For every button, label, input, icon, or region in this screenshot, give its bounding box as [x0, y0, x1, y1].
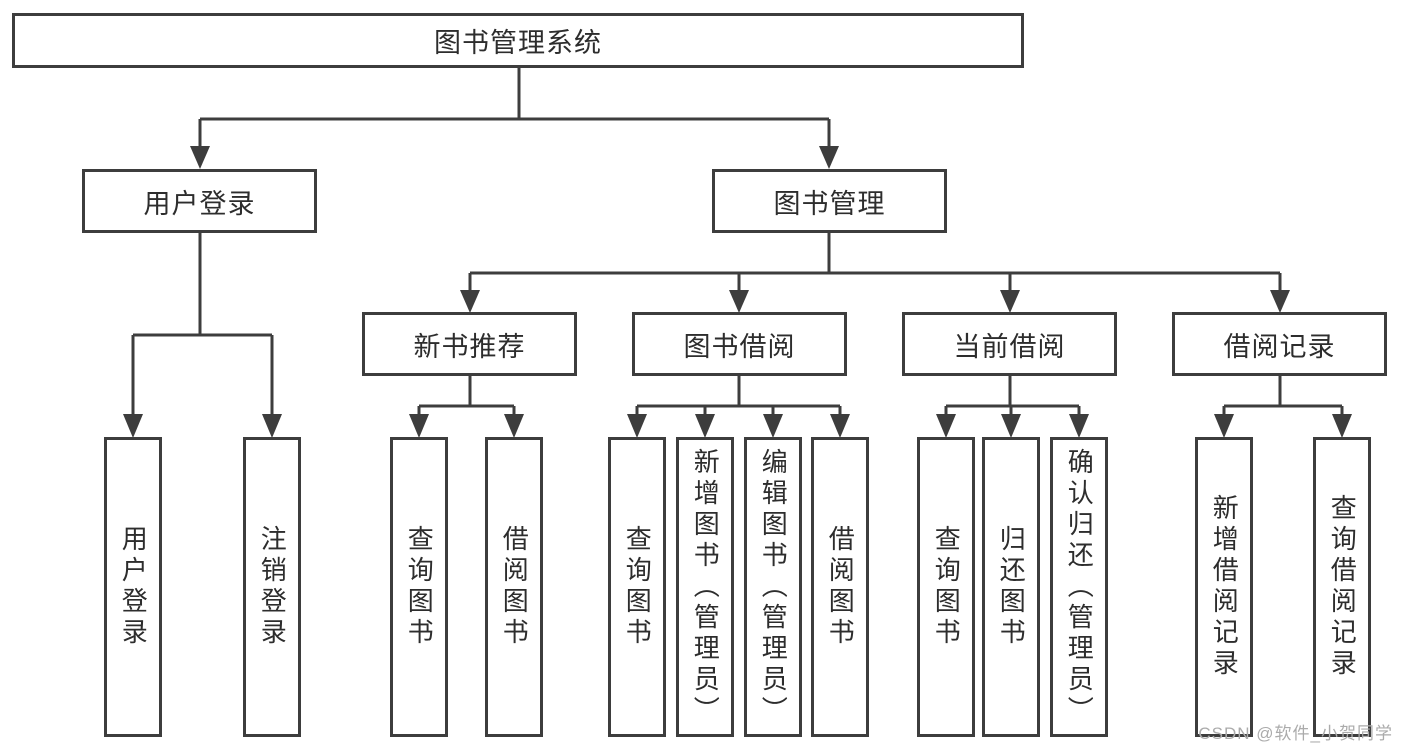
node-return-books: 归还图书: [982, 437, 1040, 737]
node-add-book-admin: 新增图书（管理员）: [676, 437, 734, 737]
node-edit-book-admin: 编辑图书（管理员）: [744, 437, 802, 737]
node-label: 图书借阅: [683, 331, 796, 362]
arrow-down-icon: [1069, 414, 1089, 438]
connector-book-borrowing-branch: [627, 376, 850, 438]
node-borrow-books-borrowing: 借阅图书: [811, 437, 869, 737]
node-query-books-borrowing: 查询图书: [608, 437, 666, 737]
connector-user-login-branch: [123, 233, 282, 438]
node-book-borrowing: 图书借阅: [632, 312, 847, 376]
arrow-down-icon: [1270, 290, 1290, 313]
node-label: 用户登录: [143, 188, 256, 219]
node-label: 编辑图书（管理员）: [758, 447, 789, 727]
arrow-down-icon: [830, 414, 850, 438]
node-query-borrow-record: 查询借阅记录: [1313, 437, 1371, 737]
connector-borrowing-records-branch: [1214, 376, 1352, 438]
node-label: 借阅图书: [825, 525, 856, 649]
node-label: 查询图书: [622, 525, 653, 649]
node-label: 归还图书: [996, 525, 1027, 649]
arrow-down-icon: [763, 414, 783, 438]
node-label: 新书推荐: [413, 331, 526, 362]
node-label: 查询图书: [404, 525, 435, 649]
node-label: 图书管理: [773, 188, 886, 219]
arrow-down-icon: [504, 414, 524, 438]
arrow-down-icon: [627, 414, 647, 438]
node-label: 借阅记录: [1223, 331, 1336, 362]
arrow-down-icon: [123, 414, 143, 438]
node-label: 用户登录: [118, 525, 149, 649]
node-confirm-return-admin: 确认归还（管理员）: [1050, 437, 1108, 737]
arrow-down-icon: [729, 290, 749, 313]
arrow-down-icon: [1332, 414, 1352, 438]
node-label: 借阅图书: [499, 525, 530, 649]
connector-root-branch: [190, 68, 839, 169]
node-user-login-action: 用户登录: [104, 437, 162, 737]
node-root-label: 图书管理系统: [434, 28, 602, 58]
node-label: 新增图书（管理员）: [690, 447, 721, 727]
connector-book-management-branch: [460, 233, 1290, 313]
csdn-watermark: CSDN @软件_小贺同学: [1198, 724, 1393, 743]
arrow-down-icon: [695, 414, 715, 438]
node-new-book-recommend: 新书推荐: [362, 312, 577, 376]
arrow-down-icon: [190, 146, 210, 169]
node-add-borrow-record: 新增借阅记录: [1195, 437, 1253, 737]
node-label: 查询图书: [931, 525, 962, 649]
node-label: 当前借阅: [953, 331, 1066, 362]
node-label: 查询借阅记录: [1327, 494, 1358, 680]
node-query-books-recommend: 查询图书: [390, 437, 448, 737]
node-logout: 注销登录: [243, 437, 301, 737]
arrow-down-icon: [262, 414, 282, 438]
node-root: 图书管理系统: [12, 13, 1024, 68]
arrow-down-icon: [819, 146, 839, 169]
arrow-down-icon: [460, 290, 480, 313]
node-label: 确认归还（管理员）: [1064, 447, 1095, 727]
node-label: 注销登录: [257, 525, 288, 649]
arrow-down-icon: [1214, 414, 1234, 438]
node-current-borrowing: 当前借阅: [902, 312, 1117, 376]
node-query-books-current: 查询图书: [917, 437, 975, 737]
arrow-down-icon: [409, 414, 429, 438]
node-borrow-books-recommend: 借阅图书: [485, 437, 543, 737]
connector-current-borrowing-branch: [936, 376, 1089, 438]
node-user-login: 用户登录: [82, 169, 317, 233]
node-borrowing-records: 借阅记录: [1172, 312, 1387, 376]
arrow-down-icon: [1001, 414, 1021, 438]
node-label: 新增借阅记录: [1209, 494, 1240, 680]
arrow-down-icon: [1000, 290, 1020, 313]
arrow-down-icon: [936, 414, 956, 438]
connector-new-book-branch: [409, 376, 524, 438]
node-book-management: 图书管理: [712, 169, 947, 233]
